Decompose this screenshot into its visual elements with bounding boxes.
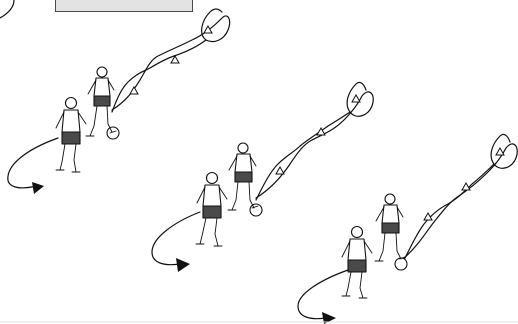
cone-marker	[204, 26, 212, 33]
player	[228, 143, 258, 210]
station-3	[298, 134, 517, 324]
weave-path	[112, 9, 230, 110]
player	[86, 67, 116, 136]
cone-marker	[496, 148, 504, 155]
player	[196, 173, 227, 247]
return-run-path	[298, 270, 348, 319]
cone-marker	[352, 95, 360, 102]
cone-marker	[130, 87, 138, 94]
player	[375, 194, 405, 261]
corner-circle-arc	[0, 0, 14, 18]
ball	[107, 127, 119, 139]
player	[56, 98, 86, 173]
weave-path-second-strand	[112, 40, 206, 112]
cone-marker	[276, 167, 284, 174]
station-1	[8, 9, 230, 194]
ball	[395, 258, 407, 270]
station-2	[152, 82, 373, 272]
arrowhead	[32, 182, 44, 194]
ball	[250, 204, 262, 216]
arrowhead	[176, 258, 190, 272]
return-run-path	[152, 212, 200, 265]
player	[342, 227, 372, 299]
return-run-path	[8, 138, 58, 188]
